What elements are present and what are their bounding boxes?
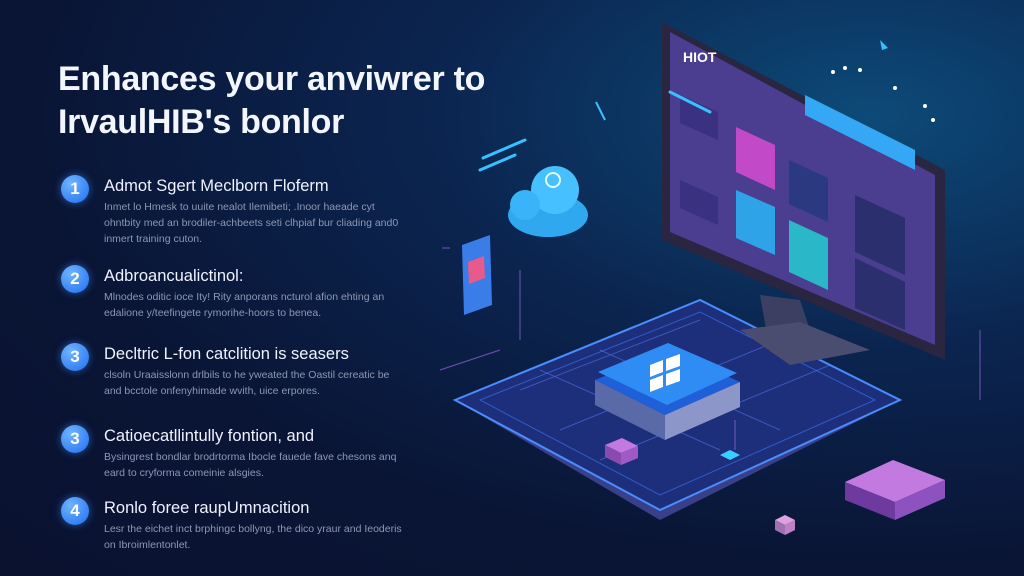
feature-heading: Decltric L-fon catclition is seasers	[104, 345, 349, 363]
number-badge: 4	[61, 497, 89, 525]
screen-tile	[855, 195, 905, 275]
title-line-2: IrvaulHIB's bonlor	[58, 103, 345, 141]
feature-description: Inmet lo Hmesk to uuite nealot Ilemibeti…	[104, 201, 399, 245]
screen-banner	[805, 95, 915, 170]
cloud-icon	[508, 166, 588, 237]
feature-description: clsoln Uraaisslonn drlbils to he yweated…	[104, 369, 390, 397]
screen-tile	[855, 258, 905, 330]
feature-heading: Ronlo foree raupUmnacition	[104, 499, 310, 517]
server-box	[845, 460, 945, 520]
cube	[720, 450, 740, 460]
title-line-1: Enhances your anviwrer to	[58, 60, 486, 98]
monitor: HIOT	[662, 22, 945, 365]
windows-logo-icon	[650, 354, 680, 392]
feature-heading: Adbroancualictinol:	[104, 267, 244, 285]
page-title: Enhances your anviwrer to IrvaulHIB's bon…	[58, 58, 485, 144]
feature-description: Mlnodes oditic ioce Ity! Rity anporans n…	[104, 291, 385, 319]
screen-tile	[789, 220, 828, 290]
bird-icon	[880, 40, 888, 50]
number-badge: 2	[61, 265, 89, 293]
windows-chip	[595, 343, 740, 440]
feature-heading: Admot Sgert Meclborn Floferm	[104, 177, 329, 195]
feature-description: Bysingrest bondlar brodrtorma Ibocle fau…	[104, 451, 397, 479]
screen-tile	[736, 127, 775, 190]
screen-tile	[736, 190, 775, 255]
feature-heading: Catioecatllintully fontion, and	[104, 427, 315, 445]
number-badge: 3	[61, 425, 89, 453]
number-badge: 1	[61, 175, 89, 203]
number-badge: 3	[61, 343, 89, 371]
phone-icon	[462, 235, 492, 315]
monitor-brand: HIOT	[683, 49, 717, 65]
cube	[605, 438, 638, 453]
screen-tile	[789, 160, 828, 222]
feature-description: Lesr the eichet inct brphingc bollyng, t…	[104, 523, 402, 551]
